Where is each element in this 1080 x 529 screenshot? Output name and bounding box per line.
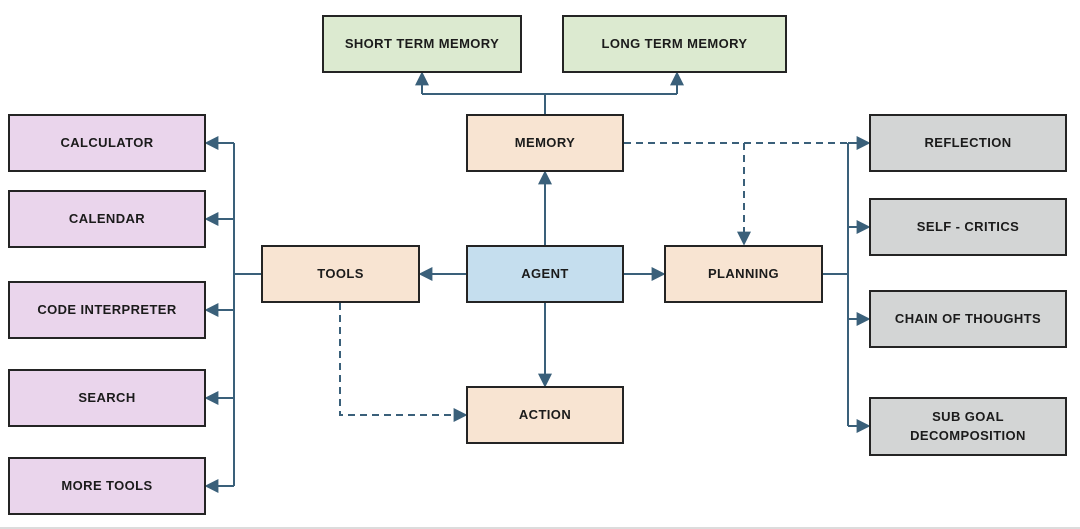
- node-label: CALCULATOR: [60, 134, 154, 150]
- node-action: ACTION: [466, 386, 624, 444]
- node-label: PLANNING: [707, 265, 780, 281]
- edge-tools-action-dashed: [339, 303, 468, 422]
- node-label: CALENDAR: [68, 210, 146, 226]
- node-long-term-memory: LONG TERM MEMORY: [562, 15, 787, 73]
- node-self-critics: SELF - CRITICS: [869, 198, 1067, 256]
- node-label: SHORT TERM MEMORY: [344, 35, 500, 51]
- node-code-interpreter: CODE INTERPRETER: [8, 281, 206, 339]
- node-calendar: CALENDAR: [8, 190, 206, 248]
- node-label: ACTION: [518, 406, 572, 422]
- node-tools: TOOLS: [261, 245, 420, 303]
- node-sub-goal-decomposition: SUB GOAL DECOMPOSITION: [869, 397, 1067, 456]
- node-label: CHAIN OF THOUGHTS: [894, 310, 1042, 326]
- node-label: SUB GOAL DECOMPOSITION: [910, 408, 1026, 443]
- node-calculator: CALCULATOR: [8, 114, 206, 172]
- node-chain-of-thoughts: CHAIN OF THOUGHTS: [869, 290, 1067, 348]
- node-label: SEARCH: [78, 389, 136, 405]
- node-short-term-memory: SHORT TERM MEMORY: [322, 15, 522, 73]
- node-label: MORE TOOLS: [61, 477, 153, 493]
- node-planning: PLANNING: [664, 245, 823, 303]
- node-more-tools: MORE TOOLS: [8, 457, 206, 515]
- node-search: SEARCH: [8, 369, 206, 427]
- node-agent: AGENT: [466, 245, 624, 303]
- node-label: CODE INTERPRETER: [37, 301, 177, 317]
- node-memory: MEMORY: [466, 114, 624, 172]
- node-label: REFLECTION: [924, 134, 1012, 150]
- node-label: SELF - CRITICS: [916, 218, 1020, 234]
- node-reflection: REFLECTION: [869, 114, 1067, 172]
- node-label: AGENT: [521, 265, 569, 281]
- node-label: MEMORY: [514, 134, 576, 150]
- node-label: LONG TERM MEMORY: [601, 35, 748, 51]
- node-label: TOOLS: [317, 265, 364, 281]
